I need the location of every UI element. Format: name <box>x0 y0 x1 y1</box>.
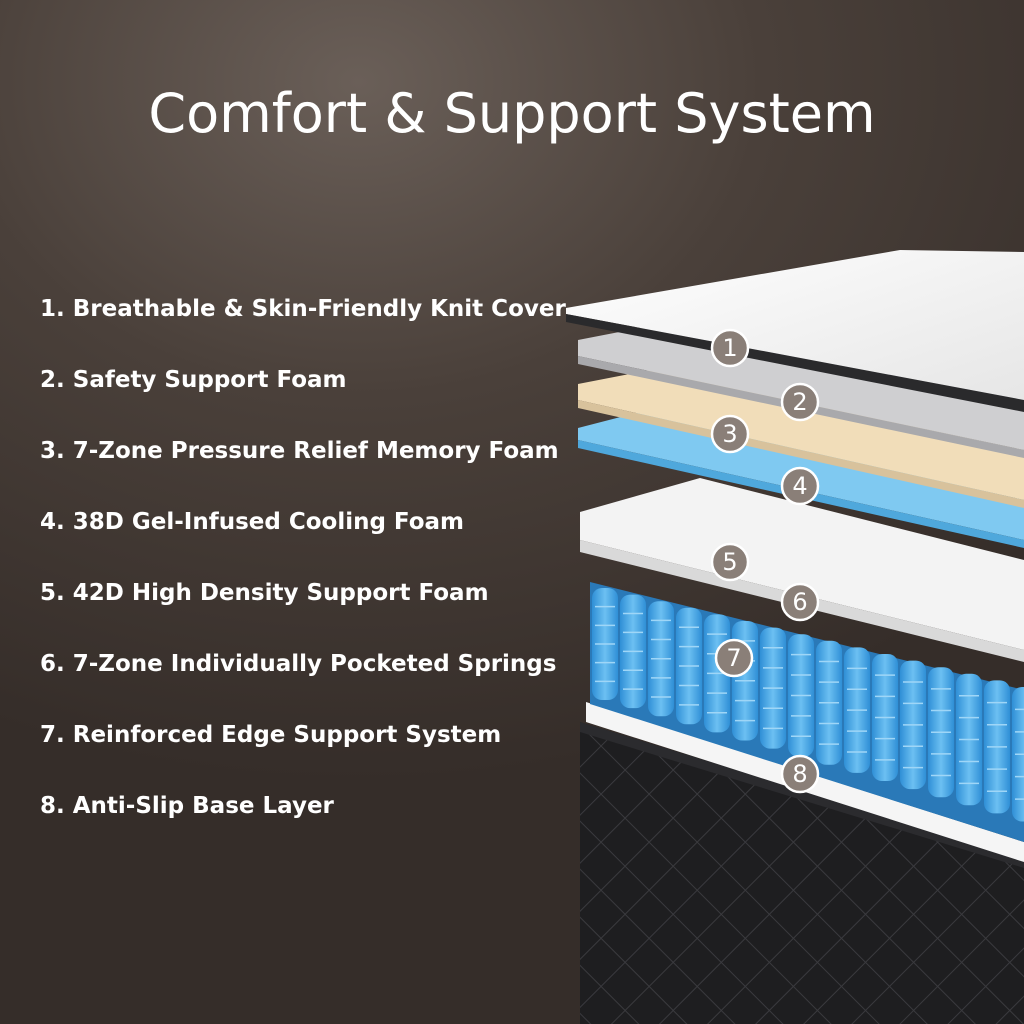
badge-8 <box>780 754 820 794</box>
mattress-illustration: 1 2 3 4 5 6 7 8 <box>566 250 1024 1024</box>
badge-number-4: 4 <box>792 472 807 500</box>
layer-label-5: 5. 42D High Density Support Foam <box>40 580 489 606</box>
badge-number-8: 8 <box>792 760 807 788</box>
badge-1 <box>710 328 750 368</box>
badge-2 <box>780 382 820 422</box>
layer-label-3: 3. 7-Zone Pressure Relief Memory Foam <box>40 438 559 464</box>
layer-label-1: 1. Breathable & Skin-Friendly Knit Cover <box>40 296 566 322</box>
knit-cover-layer <box>566 250 1024 412</box>
badge-number-7: 7 <box>726 644 741 672</box>
layer-label-6: 6. 7-Zone Individually Pocketed Springs <box>40 651 557 677</box>
badge-number-3: 3 <box>722 420 737 448</box>
layer-label-7: 7. Reinforced Edge Support System <box>40 722 502 748</box>
badge-3 <box>710 414 750 454</box>
layer-label-4: 4. 38D Gel-Infused Cooling Foam <box>40 509 464 535</box>
badge-6 <box>780 582 820 622</box>
badge-4 <box>780 466 820 506</box>
badge-7 <box>714 638 754 678</box>
base-layer <box>580 722 1024 1024</box>
memory-foam-layer <box>578 370 1024 508</box>
page-title: Comfort & Support System <box>148 82 876 145</box>
layer-label-8: 8. Anti-Slip Base Layer <box>40 793 334 819</box>
badge-5 <box>710 542 750 582</box>
badge-number-6: 6 <box>792 588 807 616</box>
layer-list: 1. Breathable & Skin-Friendly Knit Cover… <box>40 290 566 858</box>
badge-number-1: 1 <box>722 334 737 362</box>
badge-number-5: 5 <box>722 548 737 576</box>
badge-number-2: 2 <box>792 388 807 416</box>
layer-label-2: 2. Safety Support Foam <box>40 367 347 393</box>
springs-layer <box>590 582 1024 842</box>
